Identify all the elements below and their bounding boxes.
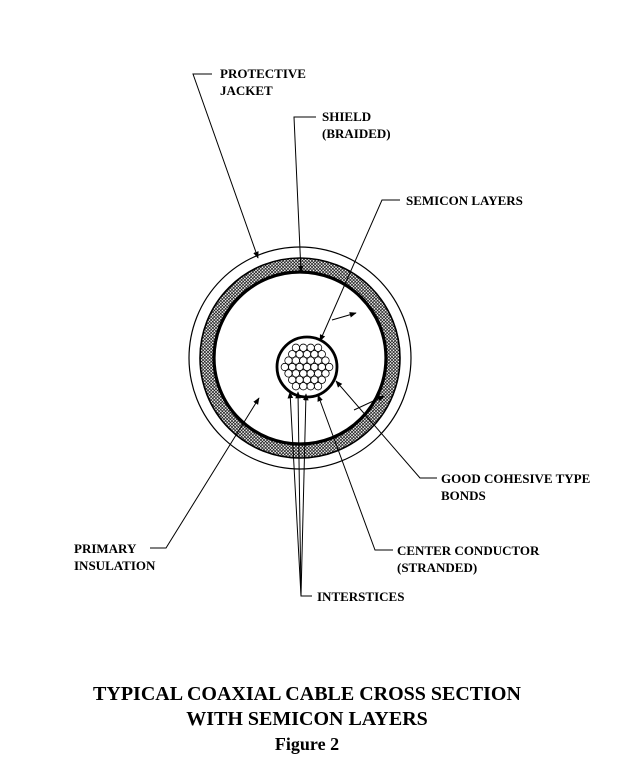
primary-insulation-leader — [150, 397, 260, 549]
conductor-strand — [313, 343, 323, 352]
good-cohesive-bonds-leader — [335, 380, 437, 479]
primary-insulation-label: PRIMARY INSULATION — [74, 541, 156, 573]
leader-lines — [150, 73, 437, 597]
figure-number: Figure 2 — [275, 734, 339, 754]
semicon-layers-leader — [319, 199, 400, 342]
conductor-strand — [313, 382, 323, 391]
protective-jacket-leader — [192, 73, 259, 259]
conductor-strand — [325, 362, 334, 372]
shield-leader — [293, 116, 316, 273]
protective-jacket-label: PROTECTIVE JACKET — [220, 66, 309, 98]
center-conductor — [275, 335, 339, 399]
figure-caption: TYPICAL COAXIAL CABLE CROSS SECTION WITH… — [93, 683, 521, 754]
interstices-leader-2 — [295, 391, 302, 597]
conductor-strand — [306, 382, 315, 391]
cohesive-outer-arrow — [353, 395, 385, 411]
center-conductor-label: CENTER CONDUCTOR (STRANDED) — [397, 543, 543, 575]
caption-line-1: TYPICAL COAXIAL CABLE CROSS SECTION — [93, 683, 521, 705]
shield-braid-ring — [200, 258, 400, 458]
caption-line-2: WITH SEMICON LAYERS — [186, 708, 428, 730]
shield-label: SHIELD (BRAIDED) — [322, 109, 391, 141]
conductor-strand — [321, 369, 330, 378]
conductor-strand — [317, 375, 326, 384]
interstices-label: INTERSTICES — [317, 589, 404, 604]
conductor-strand — [291, 382, 300, 391]
interstices-leader-3 — [300, 393, 309, 597]
semicon-layers-label: SEMICON LAYERS — [406, 193, 523, 208]
conductor-strand — [317, 350, 326, 359]
good-cohesive-bonds-label: GOOD COHESIVE TYPE BONDS — [441, 471, 594, 503]
conductor-strand — [299, 382, 308, 391]
semicon-outer-arrow — [331, 312, 357, 321]
conductor-strands — [280, 343, 334, 391]
center-conductor-leader — [317, 394, 393, 551]
conductor-strand — [321, 356, 330, 365]
labels: PROTECTIVE JACKET SHIELD (BRAIDED) SEMIC… — [74, 66, 594, 604]
